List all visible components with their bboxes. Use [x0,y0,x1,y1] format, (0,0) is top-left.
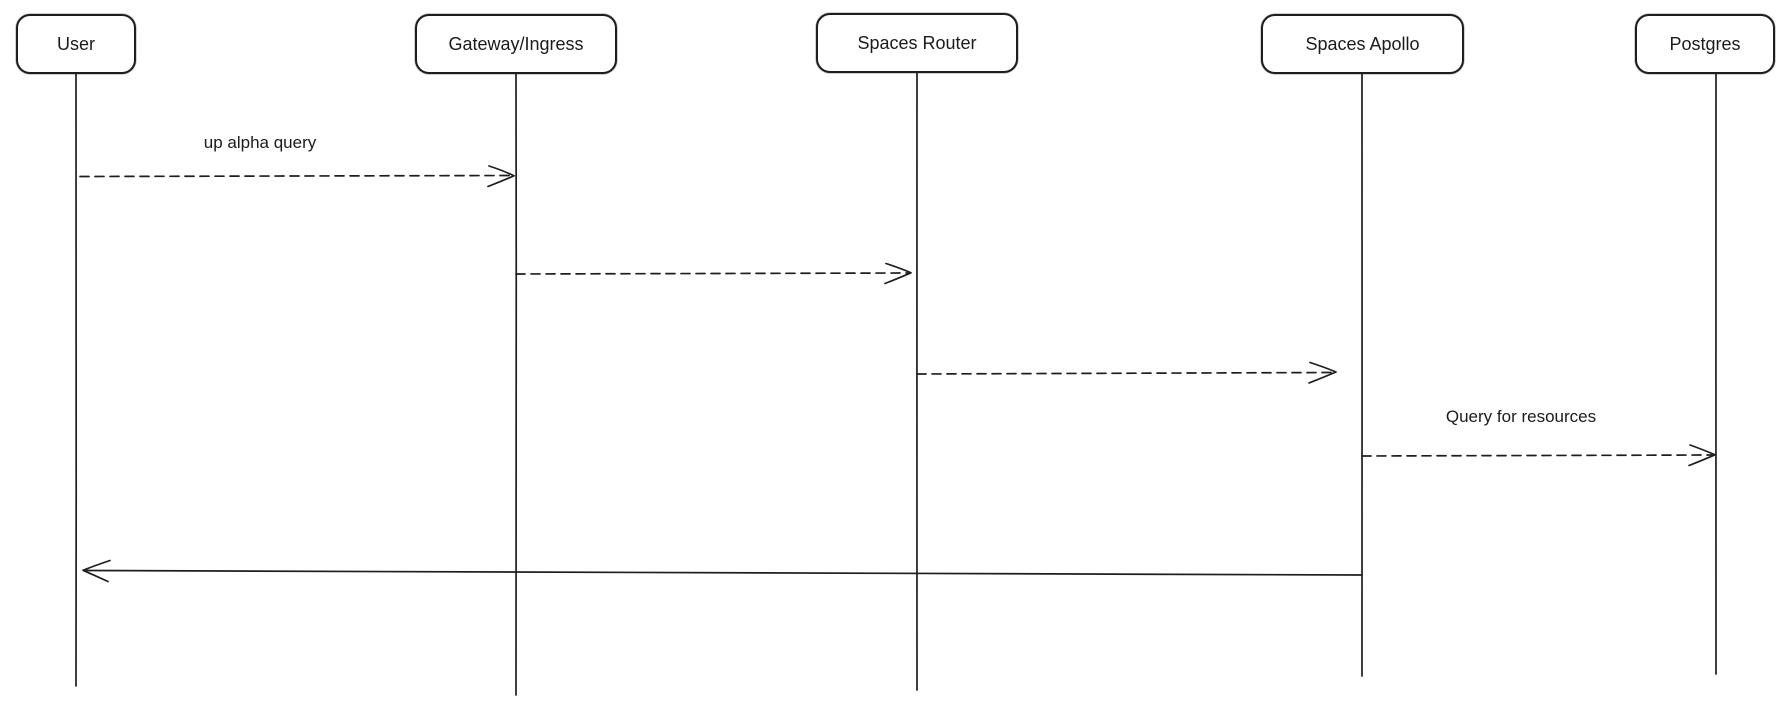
message-arrow-gateway-to-router [515,272,909,275]
participant-label: Gateway/Ingress [448,34,584,54]
message-arrow-router-to-apollo [916,371,1333,375]
participant-spaces-router: Spaces Router [816,13,1018,73]
participant-spaces-apollo: Spaces Apollo [1261,14,1464,74]
arrowhead-right-icon [884,262,912,285]
participant-label: User [56,34,95,54]
message-arrow-up-alpha-query [79,174,513,178]
participant-gateway-ingress: Gateway/Ingress [415,14,617,74]
participant-label: Postgres [1669,34,1741,54]
participant-label: Spaces Apollo [1305,34,1420,54]
message-arrow-return-to-user [85,569,1363,576]
arrowhead-right-icon [1308,361,1337,384]
arrowhead-right-icon [1688,444,1716,467]
participant-label: Spaces Router [857,33,977,53]
message-label-up-alpha-query: up alpha query [203,132,317,152]
participant-postgres: Postgres [1635,14,1775,74]
participant-user: User [16,14,136,74]
message-label-query-for-resources: Query for resources [1445,406,1597,426]
message-arrow-query-for-resources [1361,454,1713,457]
arrowhead-right-icon [487,165,515,188]
arrowhead-left-icon [82,559,111,583]
